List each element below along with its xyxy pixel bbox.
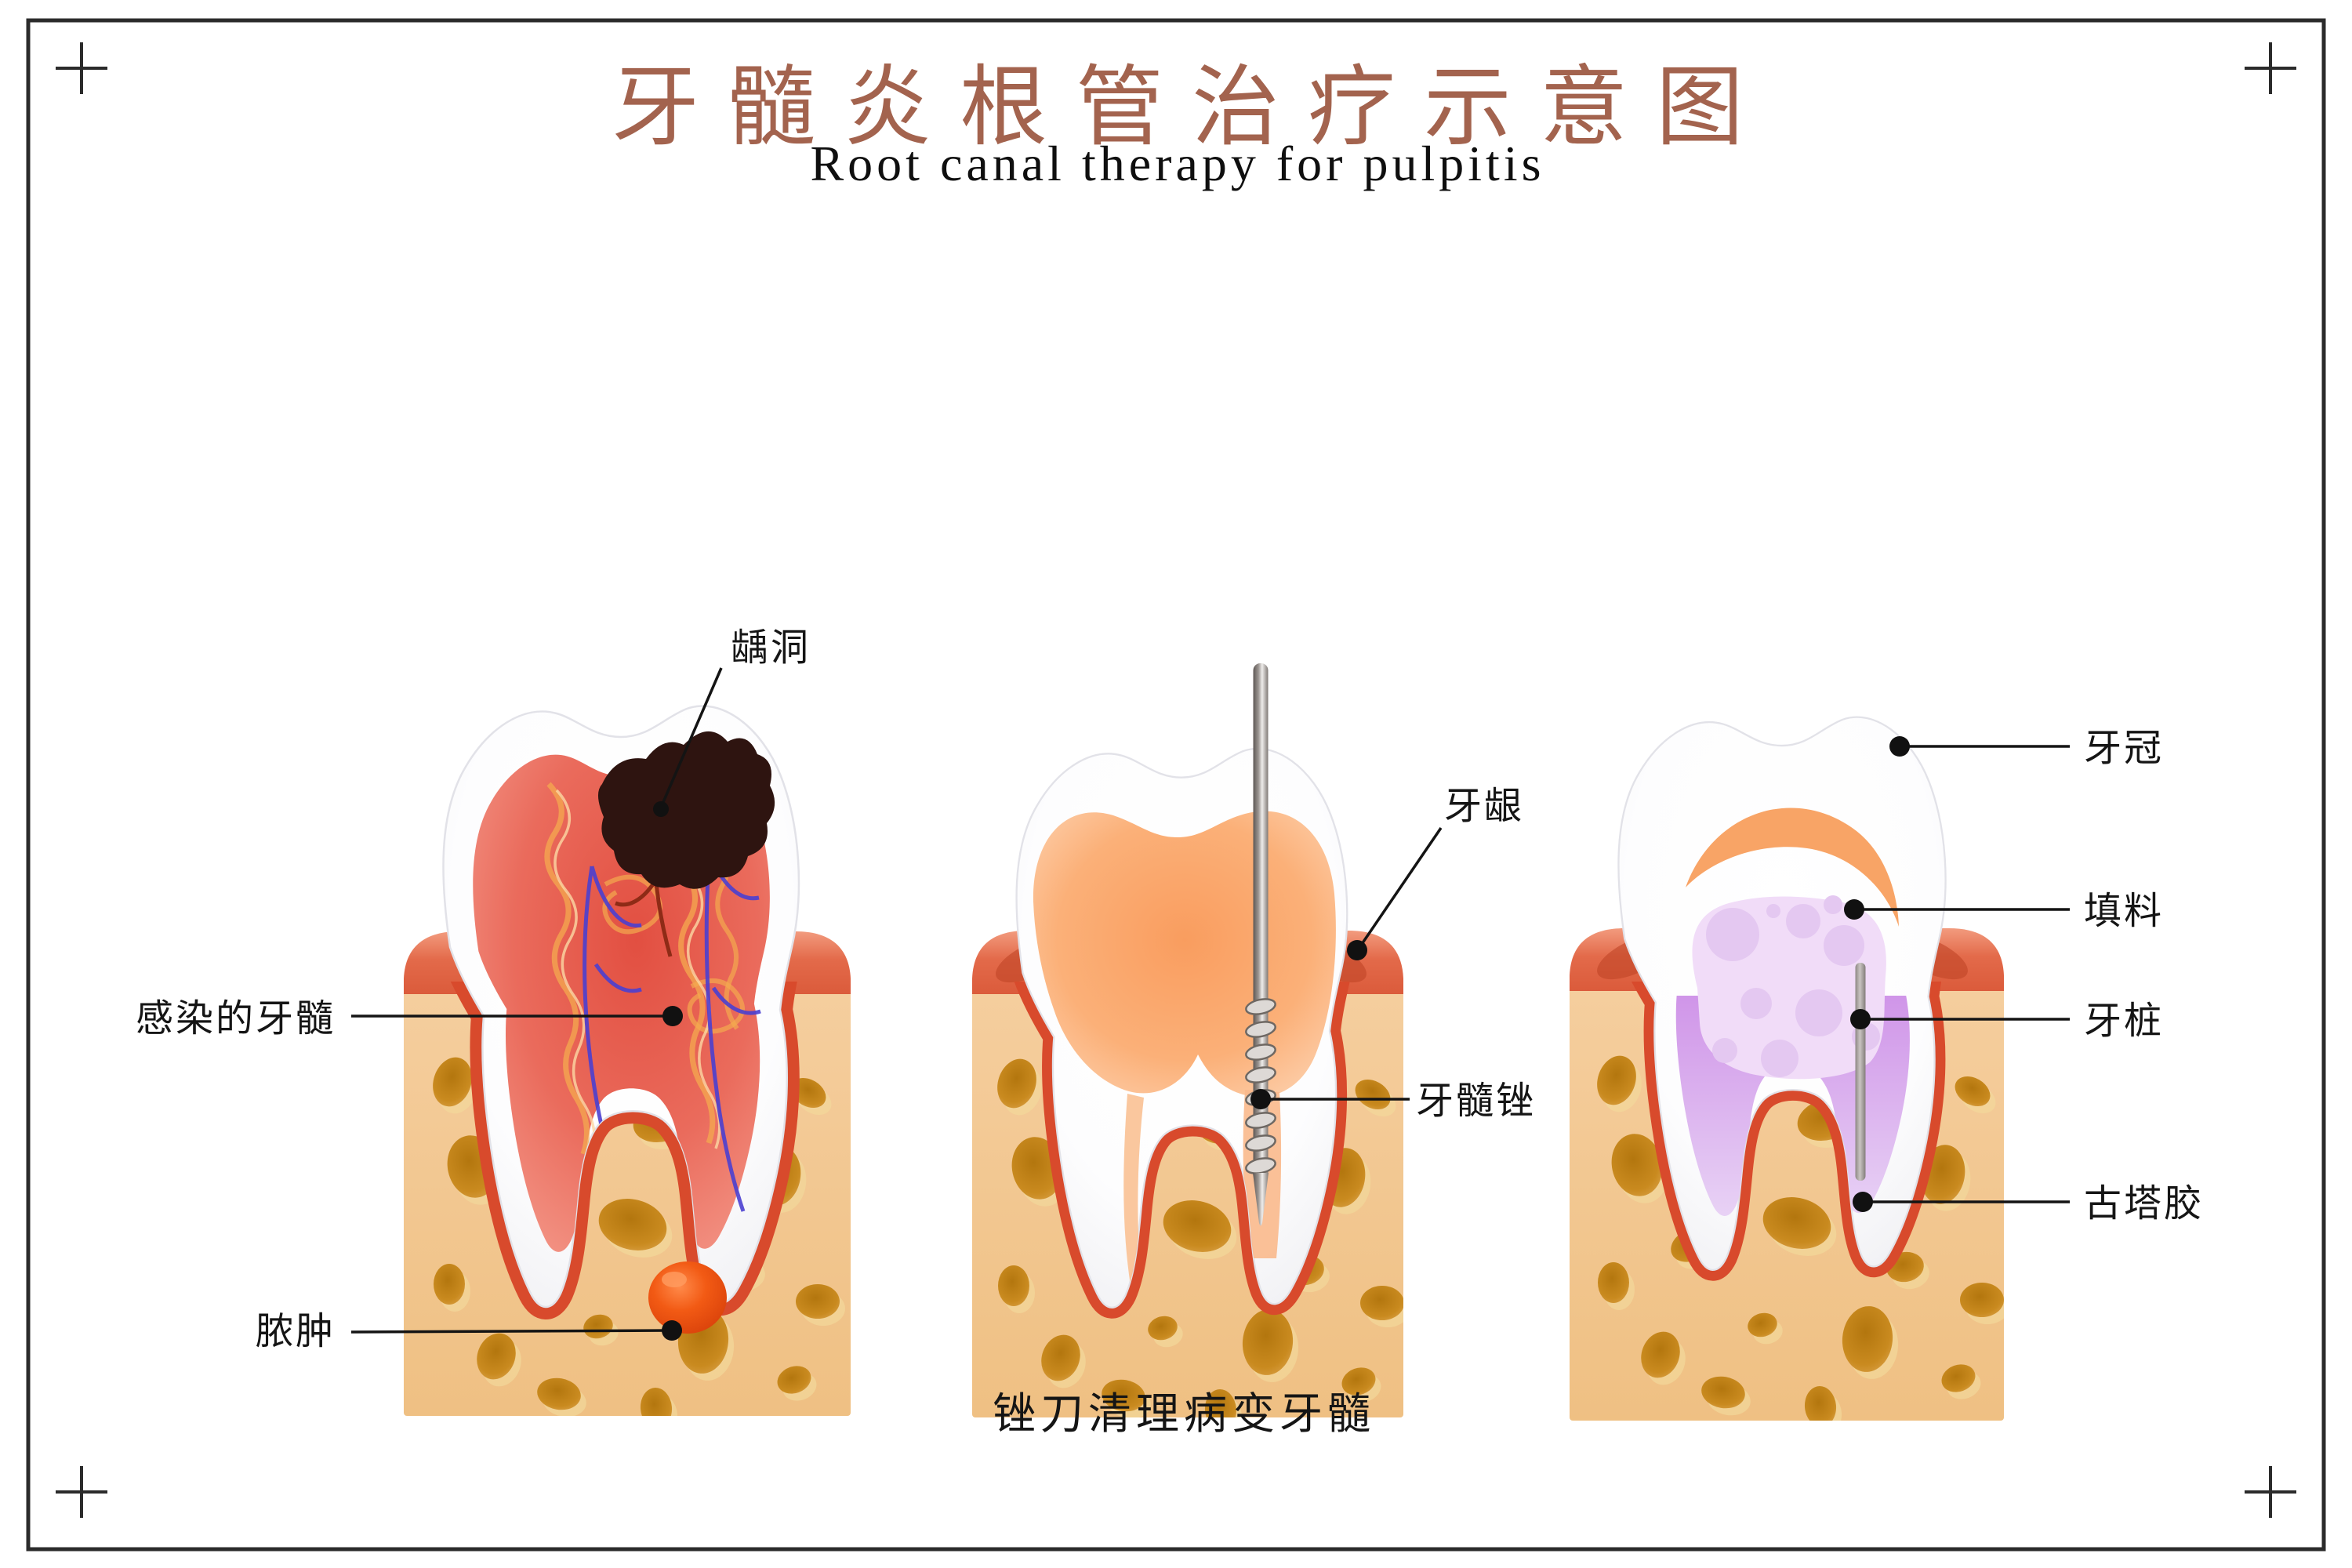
abscess-blob [648, 1261, 727, 1334]
label-gutta-percha: 古塔胶 [2084, 1183, 2204, 1225]
label-post: 牙桩 [2084, 1000, 2164, 1042]
page-title: 牙髓炎根管治疗示意图 [612, 60, 1772, 157]
label-crown: 牙冠 [2084, 728, 2164, 769]
label-infected-pulp: 感染的牙髓 [136, 998, 336, 1040]
annotations: 龋洞 感染的牙髓 脓肿 牙龈 牙髓锉 锉刀清理病变牙髓 牙冠 填料 牙桩 古塔胶 [136, 627, 2204, 1438]
label-filling: 填料 [2084, 891, 2164, 932]
label-gum: 牙龈 [1444, 786, 1524, 827]
endodontic-file [1245, 663, 1276, 1226]
page-frame [26, 18, 2326, 1552]
page-subtitle: Root canal therapy for pulpitis [810, 136, 1544, 191]
label-abscess: 脓肿 [256, 1311, 336, 1352]
leader-abscess [350, 1329, 671, 1334]
dental-post [1855, 963, 1866, 1181]
dot-abscess [662, 1320, 682, 1341]
cavity-blob [597, 731, 775, 889]
stage2-caption: 锉刀清理病变牙髓 [993, 1390, 1375, 1438]
leader-gum [1357, 827, 1443, 949]
registration-cross-icon [56, 42, 2296, 1518]
dot-pulp-file [1250, 1089, 1271, 1109]
dot-cavity [653, 801, 669, 817]
tooth-file-cleaning [1017, 663, 1348, 1308]
dot-infected-pulp [662, 1006, 683, 1026]
label-pulp-file: 牙髓锉 [1416, 1080, 1536, 1122]
filling-material [1692, 895, 1886, 1080]
label-cavity: 龋洞 [731, 627, 811, 669]
dot-gum [1347, 940, 1367, 960]
tooth-restored [1618, 716, 1945, 1270]
pulp-remnant-crescent [1686, 808, 1899, 927]
infected-pulp-region [473, 731, 775, 1252]
dot-crown [1889, 736, 1910, 757]
dot-post [1850, 1009, 1871, 1029]
tooth-pulpitis [443, 705, 798, 1334]
dot-gutta-percha [1853, 1192, 1873, 1212]
dot-filling [1844, 899, 1864, 920]
leader-cavity [659, 667, 723, 808]
